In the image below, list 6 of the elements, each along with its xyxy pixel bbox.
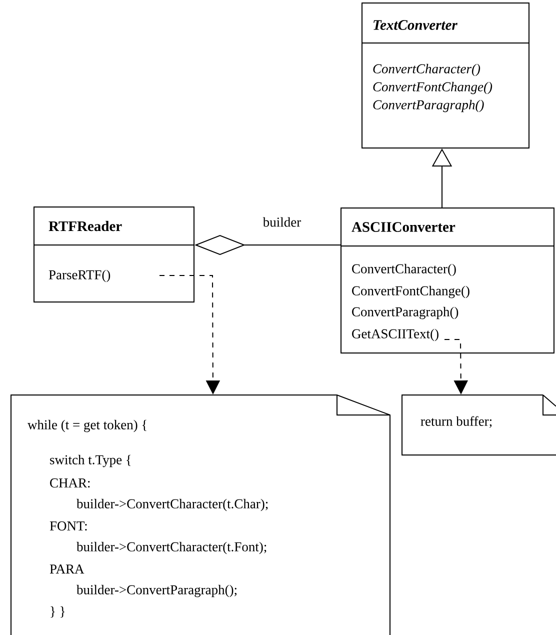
class-box: ASCIIConverter ConvertCharacter() ConvertFontChange() ConvertParagraph() GetASCIIText() [340,208,554,354]
class-box: RTFReader ParseRTF() [34,206,194,302]
class-box: TextConverter ConvertCharacter() ConvertFontChange() ConvertParagraph() [362,2,530,148]
edge-label: builder [262,217,301,227]
note-box: return buffer; [402,394,556,456]
note-box: while (t = get token) { switch t.Type { CHAR: builder->ConvertCharacter(t.Char); FONT: builder->ConvertCharacter(t.Font); PARA builder->ConvertParagraph(); } } [10,394,390,635]
